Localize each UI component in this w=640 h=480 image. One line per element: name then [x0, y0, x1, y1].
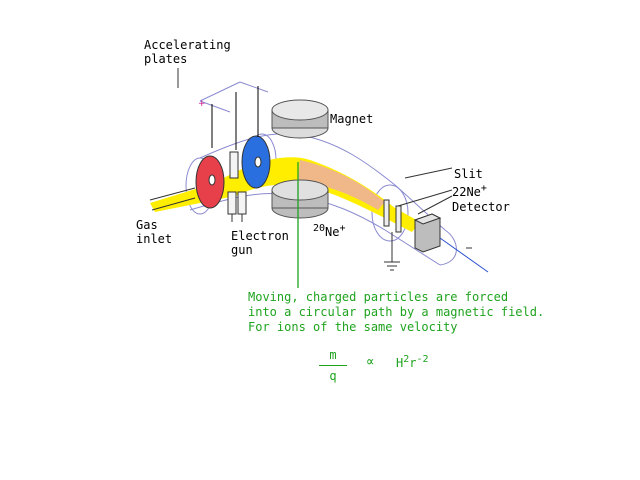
fraction-bar [319, 365, 347, 366]
note-line-2: into a circular path by a magnetic field… [248, 305, 545, 319]
fraction-denominator: q [329, 369, 337, 383]
mass-charge-fraction: m q [319, 348, 347, 383]
equation-rhs: H2r-2 [396, 354, 429, 370]
gas-inlet-pipe [149, 187, 196, 211]
proportional-symbol: ∝ [366, 354, 375, 370]
leader-lines [177, 68, 453, 215]
note-line-1: Moving, charged particles are forced [248, 290, 509, 304]
ne22-label: 22Ne+ [452, 183, 487, 199]
ne20-label: 20Ne+ [313, 223, 346, 239]
red-plate [195, 155, 225, 209]
electron-gun [227, 151, 247, 222]
ground-symbol [384, 232, 400, 271]
fraction-numerator: m [329, 348, 337, 362]
magnet-label: Magnet [330, 112, 374, 126]
explanation-note: Moving, charged particles are forced int… [248, 290, 544, 335]
note-line-3: For ions of the same velocity [248, 320, 458, 334]
lower-magnet [271, 179, 329, 219]
ion-beam-orange [298, 160, 385, 210]
detector-label: Detector [452, 200, 510, 214]
upper-magnet [271, 99, 329, 139]
gas-inlet-label: Gas inlet [136, 218, 173, 246]
accelerating-plates-label: Accelerating plates [144, 38, 231, 66]
blue-plate [241, 135, 271, 189]
plate-wires [211, 86, 259, 150]
plus-sign: + [198, 99, 206, 109]
detector-cable [439, 237, 489, 273]
electron-gun-label: Electron gun [231, 229, 289, 257]
slit-label: Slit [454, 167, 483, 181]
detector-box [413, 213, 442, 253]
